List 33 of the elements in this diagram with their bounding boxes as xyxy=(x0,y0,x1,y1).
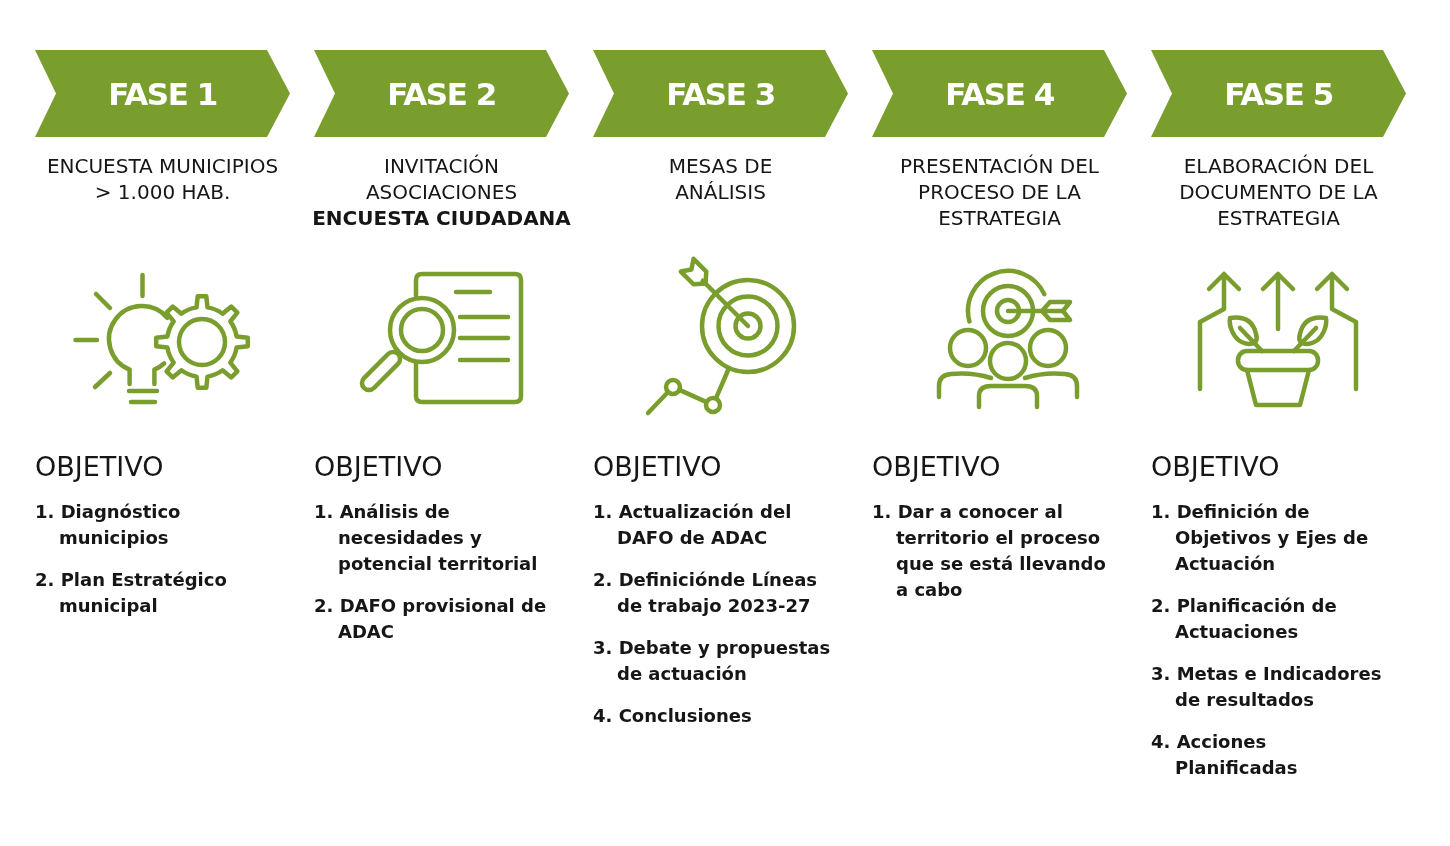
phase-description: ENCUESTA MUNICIPIOS > 1.000 HAB. xyxy=(45,153,280,205)
phase-label: FASE 5 xyxy=(1224,75,1333,112)
phase-banner xyxy=(593,50,848,137)
phase-description: INVITACIÓN ASOCIACIONES ENCUESTA CIUDADANA xyxy=(311,153,572,231)
objective-item: 4. Conclusiones xyxy=(593,704,753,728)
section-heading: OBJETIVO xyxy=(593,451,723,483)
section-heading: OBJETIVO xyxy=(1151,451,1281,483)
phase-banner xyxy=(35,50,290,137)
objective-item: 1. Definición de Objetivos y Ejes de Actuación xyxy=(1151,500,1370,576)
objective-item: 1. Dar a conocer al territorio el proceso que se está llevando a cabo xyxy=(872,500,1107,602)
phase-label: FASE 3 xyxy=(666,75,775,112)
phase-description: PRESENTACIÓN DEL PROCESO DE LA ESTRATEGIA xyxy=(899,153,1100,231)
phase-label: FASE 4 xyxy=(945,75,1054,112)
objective-item: 4. Acciones Planificadas xyxy=(1151,730,1299,780)
objective-item: 2. Plan Estratégico municipal xyxy=(35,568,228,618)
objective-item: 3. Metas e Indicadores de resultados xyxy=(1151,662,1383,712)
phase-label: FASE 1 xyxy=(108,75,217,112)
phase-label: FASE 2 xyxy=(387,75,496,112)
objective-item: 1. Diagnóstico municipios xyxy=(35,500,182,550)
objective-item: 3. Debate y propuestas de actuación xyxy=(593,636,832,686)
objective-item: 1. Análisis de necesidades y potencial territorial xyxy=(314,500,539,576)
phase-description: MESAS DE ANÁLISIS xyxy=(667,153,774,205)
section-heading: OBJETIVO xyxy=(872,451,1002,483)
objective-item: 2. DAFO provisional de ADAC xyxy=(314,594,548,644)
section-heading: OBJETIVO xyxy=(35,451,165,483)
objective-item: 1. Actualización del DAFO de ADAC xyxy=(593,500,793,550)
objective-item: 2. Planificación de Actuaciones xyxy=(1151,594,1338,644)
phase-banner xyxy=(314,50,569,137)
objective-item: 2. Definiciónde Líneas de trabajo 2023-27 xyxy=(593,568,818,618)
phase-banner xyxy=(1151,50,1406,137)
phase-description: ELABORACIÓN DEL DOCUMENTO DE LA ESTRATEGIA xyxy=(1178,153,1379,231)
section-heading: OBJETIVO xyxy=(314,451,444,483)
phase-banner xyxy=(872,50,1127,137)
